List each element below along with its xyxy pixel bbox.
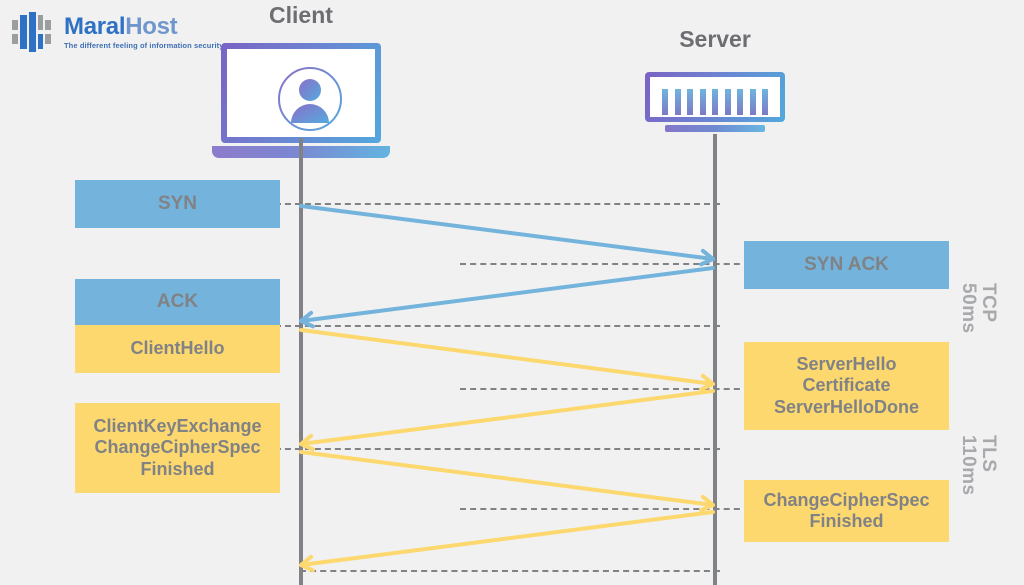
client-lifeline: [299, 138, 303, 585]
guide-line: [275, 448, 720, 450]
message-label: ACK: [156, 290, 199, 312]
server-message-syn-ack: SYN ACK: [744, 241, 949, 289]
client-key-arrow: [299, 450, 715, 513]
message-label: SYN: [157, 192, 198, 214]
message-label: SYN ACK: [804, 253, 889, 275]
server-hello-arrow: [299, 389, 715, 452]
guide-line: [460, 263, 750, 265]
brand-name-light: Host: [125, 12, 178, 40]
server-body: [645, 72, 785, 122]
server-message-server-hello: ServerHello Certificate ServerHelloDone: [744, 342, 949, 430]
phase-label-tls: TLS 110ms: [957, 435, 999, 496]
client-message-client-hello: ClientHello: [75, 325, 280, 373]
client-message-syn: SYN: [75, 180, 280, 228]
server-bars: [662, 89, 768, 115]
client-title: Client: [269, 2, 333, 28]
message-label: ChangeCipherSpec Finished: [763, 489, 930, 531]
message-label: ClientKeyExchange ChangeCipherSpec Finis…: [93, 416, 262, 479]
server-message-change-cipher-spec: ChangeCipherSpec Finished: [744, 480, 949, 542]
brand-tagline: The different feeling of information sec…: [64, 40, 224, 50]
server-rack-icon: [645, 72, 785, 134]
hexagon-bars-logo-icon: [12, 12, 51, 52]
server-stand: [665, 125, 765, 132]
message-label: ClientHello: [130, 338, 225, 359]
client-hello-arrow: [299, 328, 715, 392]
message-label: ServerHello Certificate ServerHelloDone: [773, 354, 920, 417]
guide-line: [460, 508, 750, 510]
brand-logo: MaralHost The different feeling of infor…: [8, 8, 224, 56]
guide-line: [275, 325, 720, 327]
brand-name: MaralHost: [64, 12, 224, 40]
client-message-ack: ACK: [75, 279, 280, 325]
guide-line: [460, 388, 750, 390]
laptop-screen: [221, 43, 381, 143]
client-message-client-key-exchange: ClientKeyExchange ChangeCipherSpec Finis…: [75, 403, 280, 493]
server-finish-arrow: [299, 510, 715, 573]
phase-label-tcp: TCP 50ms: [957, 283, 999, 334]
syn-arrow: [299, 204, 715, 267]
guide-line: [300, 570, 720, 572]
user-avatar-icon: [278, 67, 342, 131]
server-title: Server: [679, 26, 751, 52]
syn-ack-arrow: [299, 266, 715, 329]
server-lifeline: [713, 134, 717, 585]
guide-line: [275, 203, 720, 205]
laptop-user-icon: [212, 43, 390, 158]
brand-name-bold: Maral: [64, 12, 126, 40]
